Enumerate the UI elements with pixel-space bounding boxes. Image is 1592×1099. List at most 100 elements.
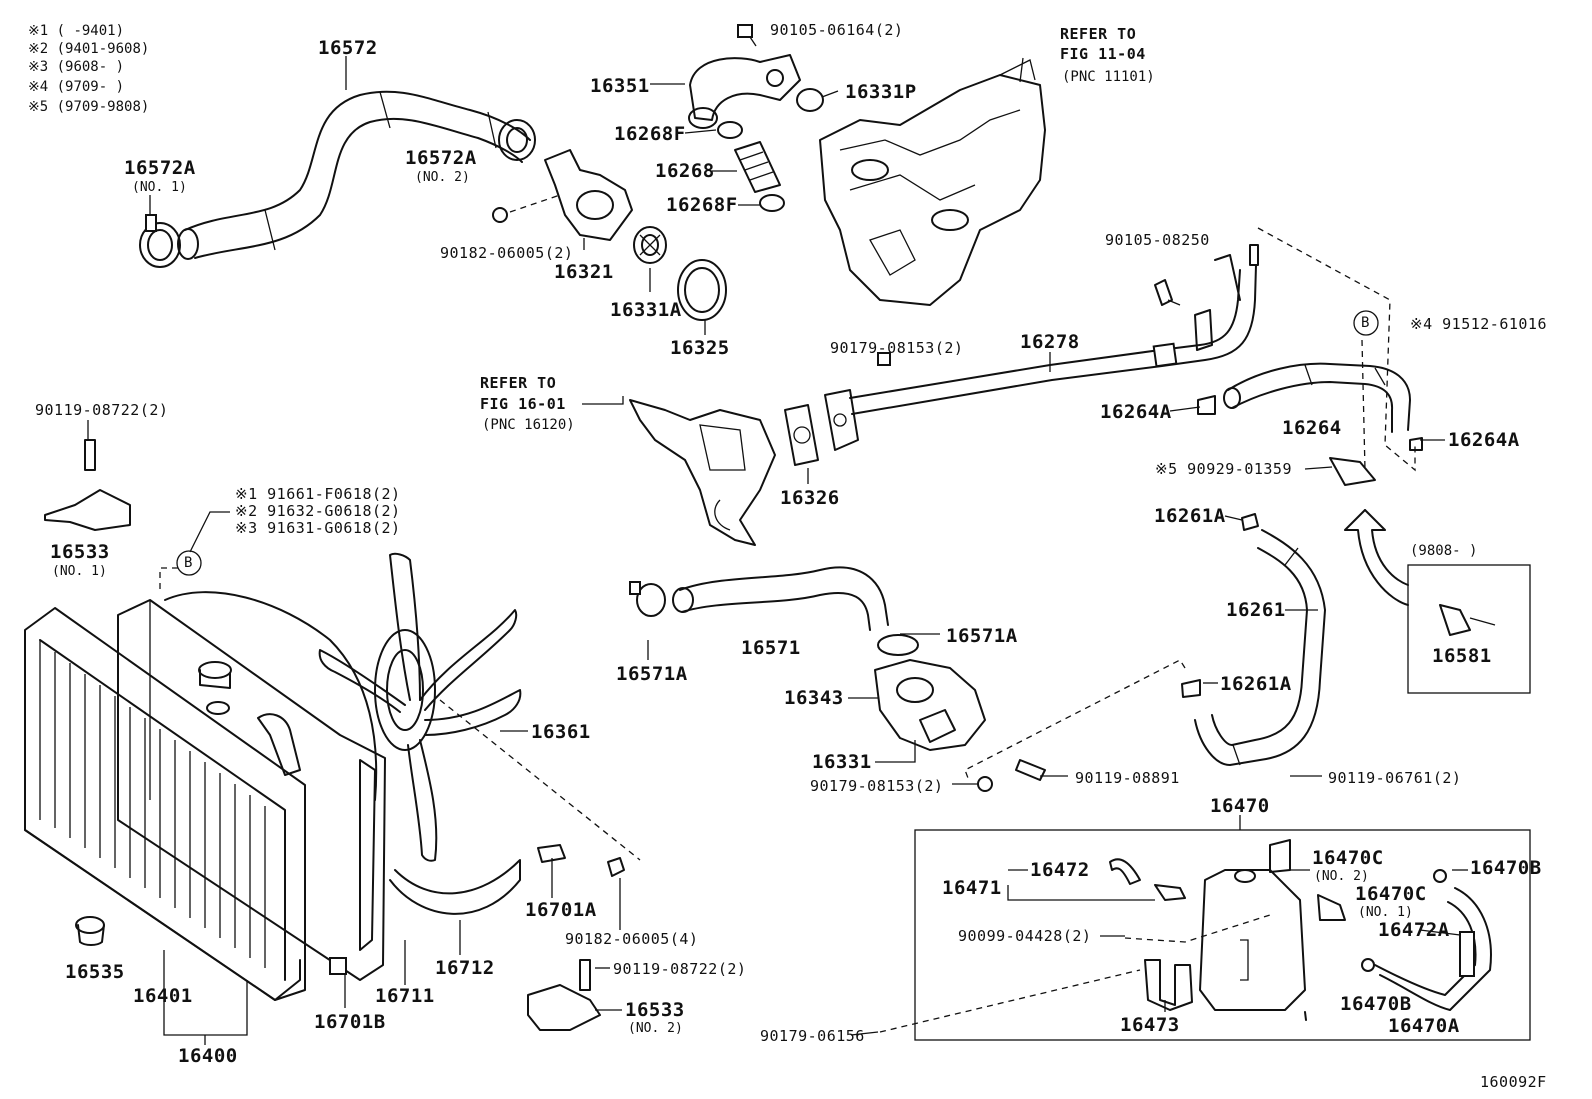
part-90179-08153-lower: 90179-08153(2): [810, 777, 944, 795]
part-16472A: 16472A: [1378, 919, 1450, 941]
part-16712: 16712: [435, 957, 495, 979]
part-16572: 16572: [318, 37, 378, 59]
part-16572A-no1-sub: (NO. 1): [132, 180, 187, 195]
part-16400: 16400: [178, 1045, 238, 1067]
water-bypass-pipe-16278: [824, 244, 1259, 451]
legend-note-1: ※1 ( -9401): [28, 23, 125, 39]
part-16261A-mid: 16261A: [1220, 673, 1292, 695]
part-91631-G0618: ※3 91631-G0618(2): [235, 519, 401, 537]
part-16331P: 16331P: [845, 81, 917, 103]
gasket-16326: [784, 404, 819, 466]
part-16261A-top: 16261A: [1154, 505, 1226, 527]
water-outlet-pipe-16351: [688, 24, 801, 129]
part-16321: 16321: [554, 261, 614, 283]
part-16278: 16278: [1020, 331, 1080, 353]
upper-radiator-hose-drawing: [177, 90, 531, 260]
part-16701B: 16701B: [314, 1011, 386, 1033]
part-90179-08153-upper: 90179-08153(2): [830, 339, 964, 357]
part-91632-G0618: ※2 91632-G0618(2): [235, 502, 401, 520]
figure-id: 160092F: [1480, 1073, 1547, 1091]
part-90182-06005-2: 90182-06005(2): [440, 244, 574, 262]
update-arrow: [1344, 509, 1409, 606]
part-16571A-right: 16571A: [946, 625, 1018, 647]
legend-note-3: ※3 (9608- ): [28, 59, 125, 75]
ref-fig1104-line2: FIG 11-04: [1060, 45, 1146, 63]
legend-note-2: ※2 (9401-9608): [28, 41, 150, 57]
part-16572A-no2-sub: (NO. 2): [415, 170, 470, 185]
part-16533-no2-sub: (NO. 2): [628, 1021, 683, 1036]
part-90119-06761: 90119-06761(2): [1328, 769, 1462, 787]
bolt-90119-08891: [1015, 759, 1046, 781]
part-90119-08722-bottom: 90119-08722(2): [613, 960, 747, 978]
part-16331A: 16331A: [610, 299, 682, 321]
ref-fig1104-line3: (PNC 11101): [1062, 69, 1155, 85]
part-16331: 16331: [812, 751, 872, 773]
part-16533-no2: 16533: [625, 999, 685, 1021]
ref-fig1104-line1: REFER TO: [1060, 25, 1137, 43]
part-16470C-no2-sub: (NO. 2): [1314, 869, 1369, 884]
callout-b-circles: [159, 310, 1379, 590]
part-90105-08250: 90105-08250: [1105, 231, 1210, 249]
update-box-16581: [1407, 564, 1531, 694]
ref-fig1601-line2: FIG 16-01: [480, 395, 566, 413]
hose-clamp-16572A-no2: [498, 119, 536, 161]
leader-lines: [87, 56, 1468, 1045]
part-16325: 16325: [670, 337, 730, 359]
part-16470C-no1-sub: (NO. 1): [1358, 905, 1413, 920]
hose-clamp-16572A-no1: [139, 214, 181, 268]
part-16581: 16581: [1432, 645, 1492, 667]
part-90099-04428: 90099-04428(2): [958, 927, 1092, 945]
part-16572A-no1: 16572A: [124, 157, 196, 179]
part-16401: 16401: [133, 985, 193, 1007]
part-16581-range: (9808- ): [1410, 543, 1478, 559]
part-16470B-bottom: 16470B: [1340, 993, 1412, 1015]
part-16701A: 16701A: [525, 899, 597, 921]
hose-16472-drawing: [1109, 858, 1186, 901]
part-90929-01359: ※5 90929-01359: [1155, 460, 1292, 478]
ref-fig1601-line3: (PNC 16120): [482, 417, 575, 433]
bracket-16533-no2: [527, 959, 601, 1031]
fan-shroud-16712-drawing: [389, 859, 521, 915]
part-16571A-left: 16571A: [616, 663, 688, 685]
part-90179-06156: 90179-06156: [760, 1027, 865, 1045]
part-16261: 16261: [1226, 599, 1286, 621]
part-16264: 16264: [1282, 417, 1342, 439]
bypass-pipe-16268: [734, 141, 781, 193]
callout-b-right: B: [1361, 315, 1370, 331]
o-rings: [717, 88, 824, 212]
part-16470A: 16470A: [1388, 1015, 1460, 1037]
hose-16261-drawing: [964, 513, 1326, 779]
part-16571: 16571: [741, 637, 801, 659]
gasket-16325-drawing: [677, 259, 727, 321]
part-16361: 16361: [531, 721, 591, 743]
part-16533-no1: 16533: [50, 541, 110, 563]
hose-16472A-drawing: [1361, 869, 1492, 1011]
radiator-16401-drawing: [24, 607, 306, 1001]
reservoir-box-16470: [914, 815, 1531, 1041]
bracket-16533-no1: [44, 439, 131, 531]
part-16711: 16711: [375, 985, 435, 1007]
part-16264A-left: 16264A: [1100, 401, 1172, 423]
part-90119-08722-top: 90119-08722(2): [35, 401, 169, 419]
part-16472: 16472: [1030, 859, 1090, 881]
part-16470C-no2: 16470C: [1312, 847, 1384, 869]
small-bolts: [877, 279, 1181, 366]
fan-16361-drawing: [318, 552, 641, 862]
water-outlet-16343: [874, 659, 993, 792]
part-16343: 16343: [784, 687, 844, 709]
part-16264A-right: 16264A: [1448, 429, 1520, 451]
hose-16264-drawing: [1197, 227, 1423, 486]
callout-b-left: B: [184, 555, 193, 571]
fan-shroud-16711-drawing: [117, 591, 386, 981]
part-16533-no1-sub: (NO. 1): [52, 564, 107, 579]
hose-16571-drawing: [629, 566, 919, 656]
part-16535: 16535: [65, 961, 125, 983]
part-16572A-no2: 16572A: [405, 147, 477, 169]
part-16470: 16470: [1210, 795, 1270, 817]
part-91512-61016: ※4 91512-61016: [1410, 315, 1547, 333]
part-16268F-bottom: 16268F: [666, 194, 738, 216]
part-90105-06164: 90105-06164(2): [770, 21, 904, 39]
part-91661-F0618: ※1 91661-F0618(2): [235, 485, 401, 503]
